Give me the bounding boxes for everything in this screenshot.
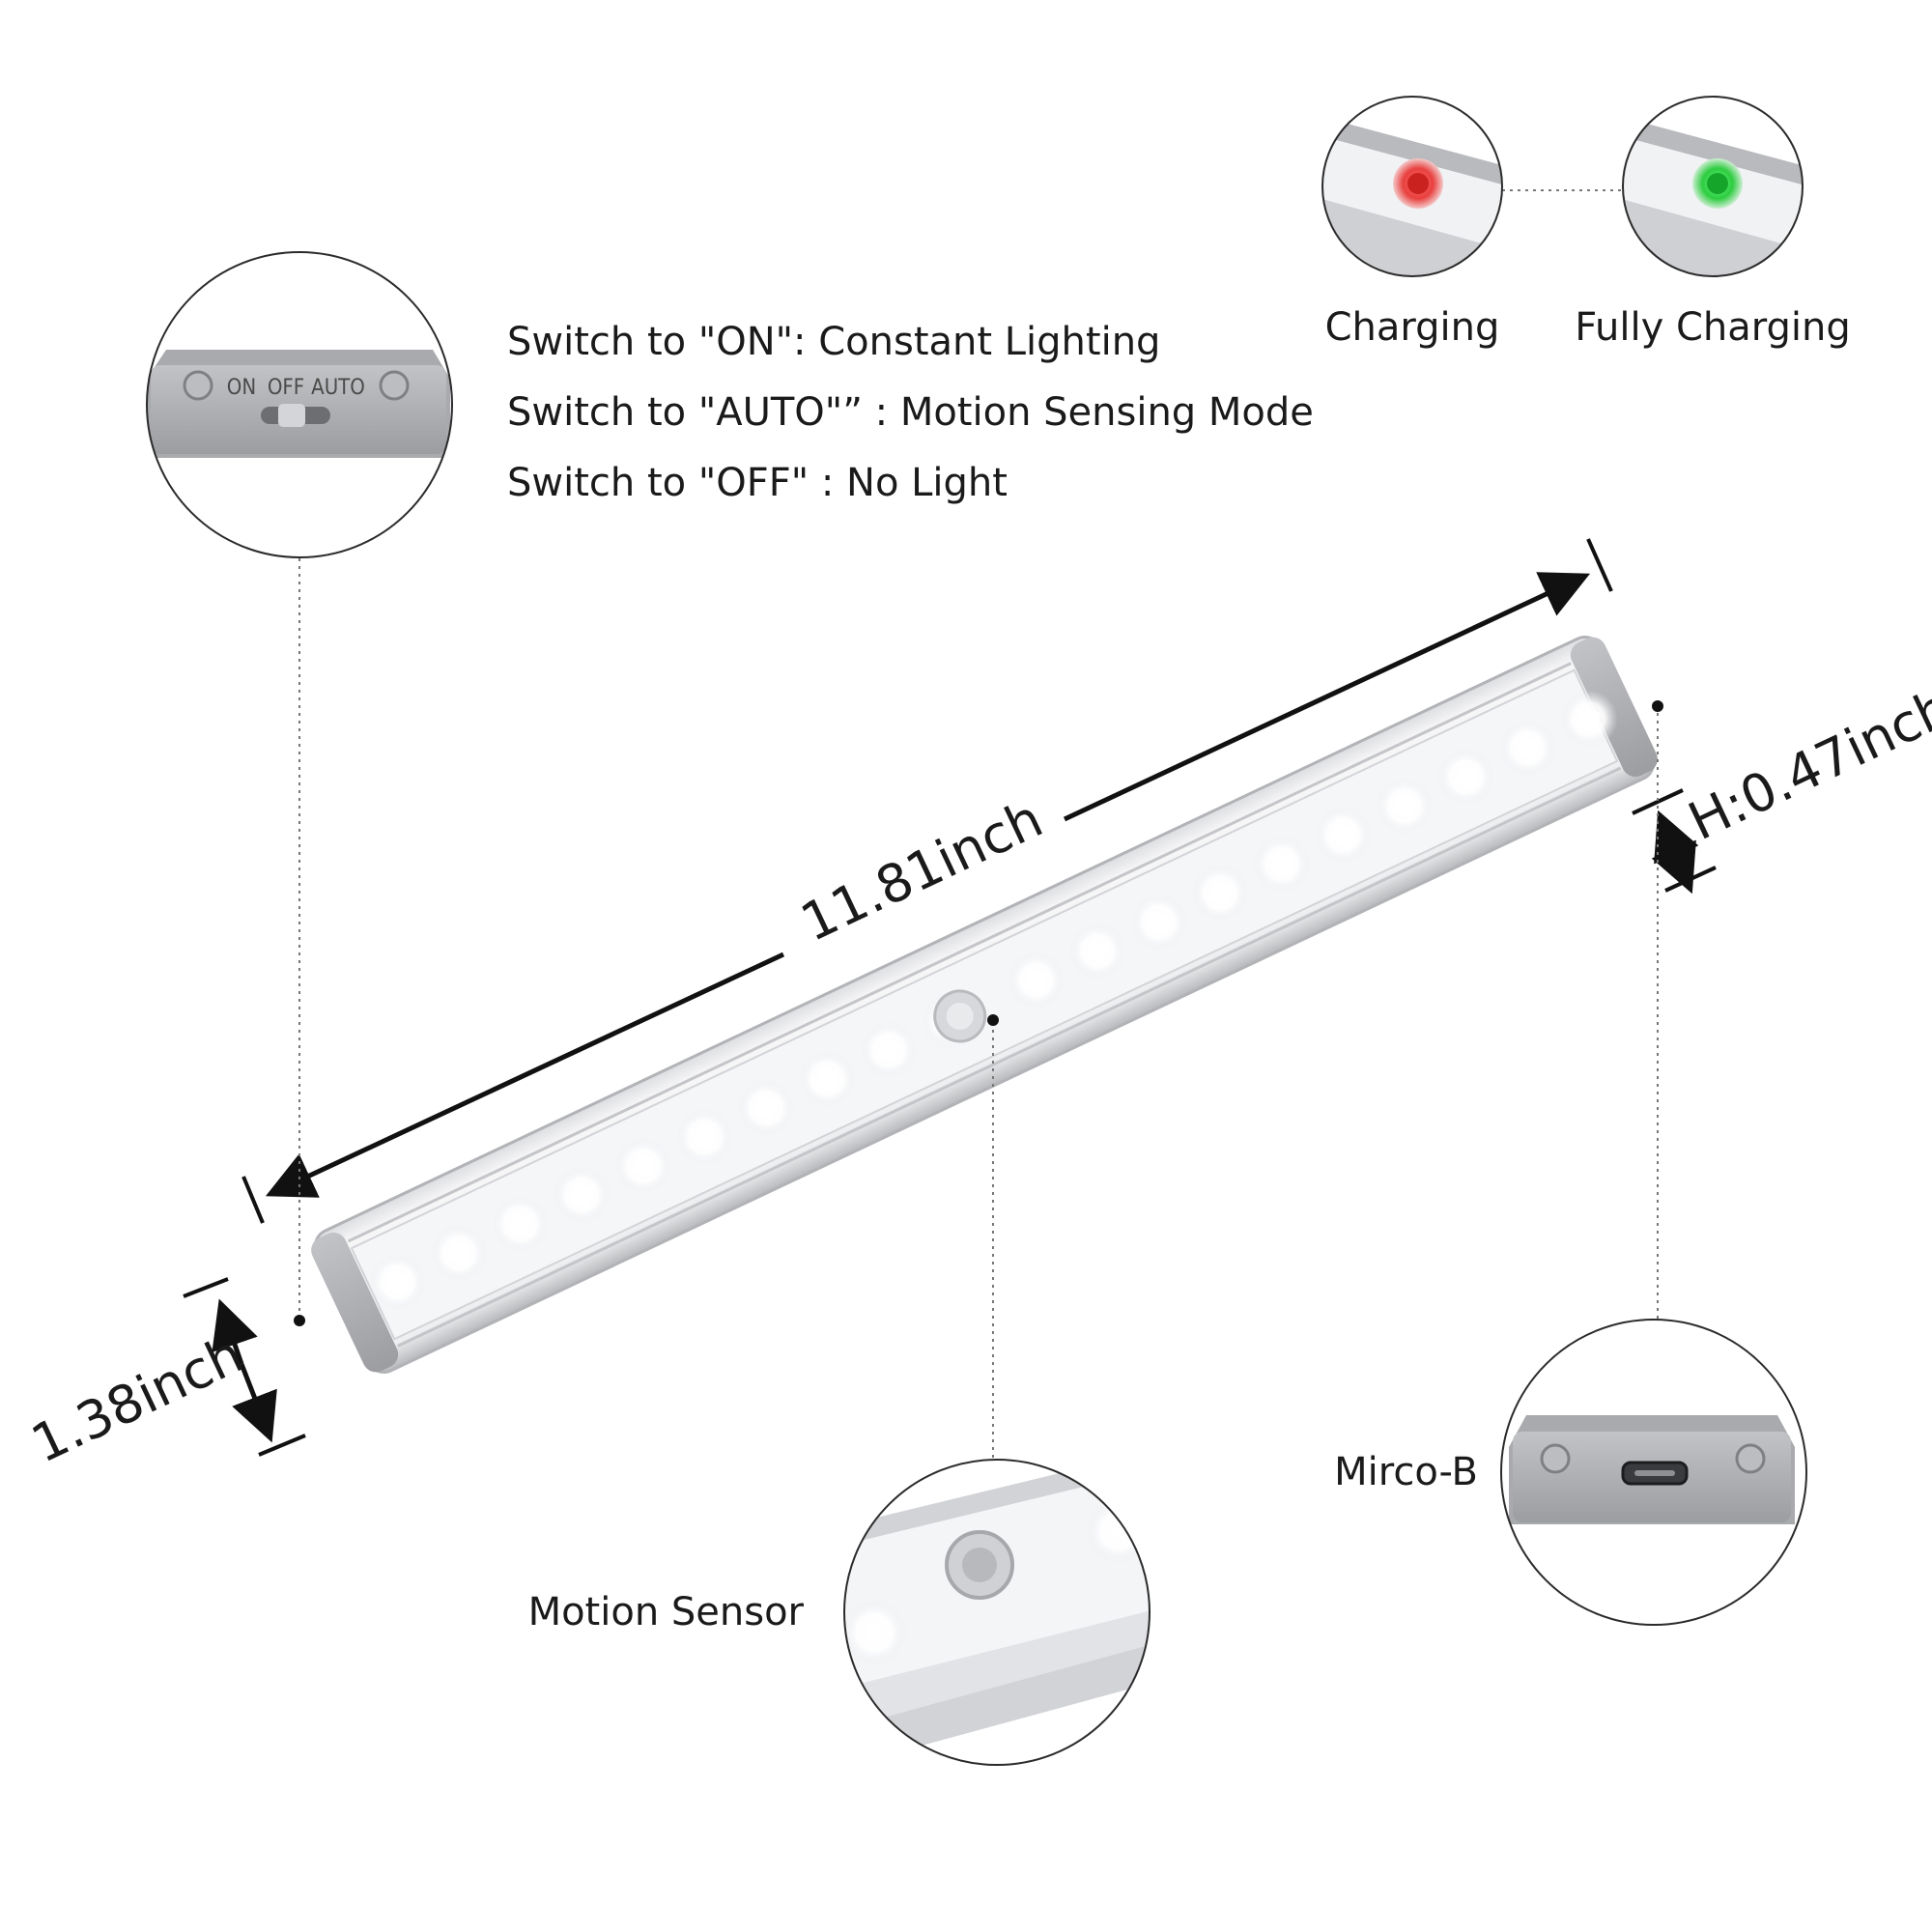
led-core-4 — [569, 1182, 594, 1208]
led-core-6 — [692, 1124, 717, 1150]
switch-instructions: Switch to "ON": Constant Lighting Switch… — [507, 320, 1314, 505]
port-screw-right-icon — [1735, 1443, 1766, 1474]
switch-label-auto: AUTO — [311, 376, 365, 400]
motion-sensor-callout: Motion Sensor — [528, 1459, 1151, 1766]
led-core-2 — [446, 1240, 471, 1265]
slide-switch-knob — [278, 404, 305, 427]
switch-label-off: OFF — [268, 376, 304, 400]
height-label: H:0.47inch — [1680, 676, 1932, 852]
fully-charged-indicator-callout: Fully Charging — [1575, 96, 1851, 350]
charging-label: Charging — [1325, 305, 1500, 350]
length-arrow-right — [1063, 572, 1591, 822]
width-arrow — [212, 1298, 258, 1365]
screw-right-icon — [379, 370, 410, 401]
switch-line-off: Switch to "OFF" : No Light — [507, 461, 1008, 505]
switch-line-on: Switch to "ON": Constant Lighting — [507, 320, 1160, 364]
port-leader-dot — [1652, 700, 1663, 712]
motion-leader-dot — [987, 1014, 999, 1026]
led-core-12 — [1085, 939, 1110, 964]
height-dimension: H:0.47inch — [1632, 676, 1932, 895]
light-bar — [311, 636, 1658, 1374]
height-arrow — [1654, 810, 1699, 865]
length-tick-right — [1586, 538, 1613, 592]
length-tick-left — [242, 1176, 265, 1224]
led-core-13 — [1146, 909, 1172, 935]
switch-leader-dot — [294, 1315, 305, 1326]
switch-callout: ON OFF AUTO — [146, 251, 453, 558]
port-screw-left-icon — [1540, 1443, 1571, 1474]
motion-sensor-dome — [933, 989, 987, 1043]
width-label: 1.38inch — [22, 1323, 252, 1475]
led-core-16 — [1330, 822, 1355, 848]
switch-label-on: ON — [227, 376, 256, 400]
led-core-19 — [1515, 735, 1540, 760]
led-core-8 — [814, 1066, 840, 1092]
charging-indicator-callout: Charging — [1321, 96, 1503, 350]
led-core-14 — [1208, 880, 1233, 906]
screw-left-icon — [183, 370, 213, 401]
motion-sensor-label: Motion Sensor — [528, 1590, 805, 1634]
led-core-5 — [631, 1153, 656, 1179]
fully-charged-label: Fully Charging — [1575, 305, 1851, 350]
bar-end-cap-left — [311, 1232, 399, 1373]
port-label: Mirco-B — [1334, 1450, 1478, 1494]
led-core-1 — [384, 1269, 411, 1294]
leader-lines — [298, 189, 1659, 1459]
led-core-15 — [1269, 851, 1294, 877]
led-core-11 — [1023, 968, 1049, 993]
length-arrow-left — [265, 952, 785, 1198]
led-core-9 — [876, 1037, 901, 1063]
led-core-17 — [1392, 793, 1417, 819]
led-core-3 — [507, 1211, 533, 1236]
port-callout: Mirco-B — [1334, 1319, 1807, 1626]
led-core-18 — [1453, 764, 1479, 790]
led-core-7 — [753, 1095, 779, 1121]
switch-line-auto: Switch to "AUTO"” : Motion Sensing Mode — [507, 390, 1314, 435]
width-dimension: 1.38inch — [22, 1277, 306, 1475]
led-core-20 — [1576, 706, 1602, 731]
